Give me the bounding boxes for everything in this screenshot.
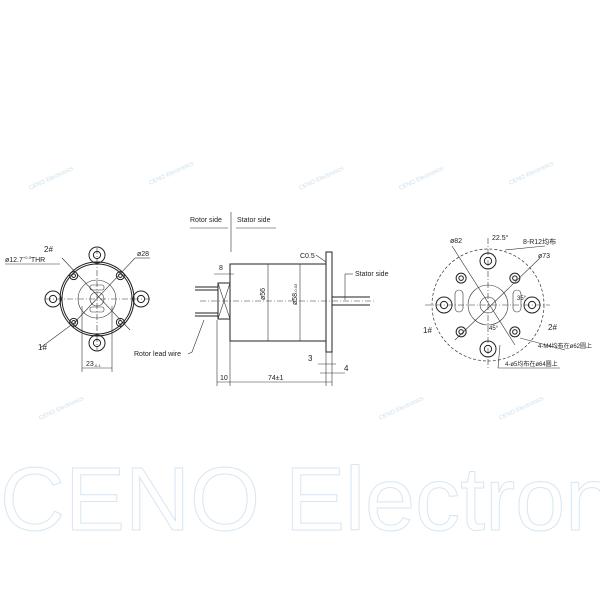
mark-2-label: 2#	[548, 323, 557, 332]
rear-view-inner-hole	[458, 329, 464, 335]
front-view-lobe	[88, 334, 106, 352]
rear-view-inner-lobe	[509, 272, 521, 284]
watermark-small: CENO Electronics	[398, 166, 444, 192]
dim-4-label: 4	[344, 364, 349, 373]
front-view-inner-lobe	[69, 317, 79, 327]
angle-22-5-label: 22.5°	[492, 234, 509, 242]
d5-holes-label: 4-ø5均布在ø64圆上	[505, 360, 558, 368]
width-23-label: 23-0.1	[86, 361, 101, 368]
rear-view-inner-hole	[512, 275, 518, 281]
front-view-inner-lobe	[115, 271, 125, 281]
dim-8-label: 8	[219, 265, 223, 272]
dia-82-label: ø82	[450, 238, 462, 245]
front-view: ø12.7+0.3THR ø28 2# 1# 23-0.1	[5, 245, 150, 372]
mark-1-label: 1#	[38, 343, 47, 352]
rear-view-inner-lobe	[455, 272, 467, 284]
watermark-small: CENO Electronics	[498, 396, 544, 422]
dim-10-label: 10	[220, 375, 228, 382]
rotor-lead-wire-label: Rotor lead wire	[134, 351, 181, 358]
bore-label: ø12.7+0.3THR	[5, 255, 45, 264]
rear-view-inner-lobe	[509, 326, 521, 338]
rear-view: ø82 22.5° 8-R12均布 ø73 45° 35° 1# 2# 4-M4…	[423, 234, 592, 370]
watermark: CENO Electronic CENO Electronics CENO El…	[0, 161, 600, 551]
front-view-inner-hole	[71, 320, 76, 325]
watermark-small: CENO Electronics	[28, 166, 74, 192]
m4-holes-label: 4-M4均布在ø62圆上	[538, 342, 592, 350]
watermark-large: CENO Electronic	[0, 450, 600, 550]
watermark-small: CENO Electronics	[508, 161, 554, 187]
stator-side-top-label: Stator side	[237, 217, 271, 224]
dia-58-label: ø58-0.03	[292, 283, 299, 305]
length-label: 74±1	[268, 375, 284, 382]
diameter-28-label: ø28	[137, 251, 149, 258]
angle-35-label: 35°	[517, 296, 527, 302]
angle-45-label: 45°	[489, 326, 499, 332]
mark-1-label: 1#	[423, 326, 432, 335]
watermark-small: CENO Electronics	[298, 166, 344, 192]
front-view-inner-lobe	[115, 317, 125, 327]
stator-side-label: Stator side	[355, 271, 389, 278]
front-view-inner-hole	[118, 320, 123, 325]
rear-view-inner-hole	[512, 329, 518, 335]
front-view-inner-hole	[71, 273, 76, 278]
side-view: Rotor side Stator side ø56 ø58-0.03 8 C0…	[134, 212, 389, 386]
dim-3-label: 3	[308, 354, 313, 363]
front-view-inner-lobe	[69, 271, 79, 281]
dia-56-label: ø56	[260, 288, 267, 300]
watermark-small: CENO Electronics	[38, 396, 84, 422]
chamfer-label: C0.5	[300, 253, 315, 260]
rear-view-inner-hole	[458, 275, 464, 281]
rear-view-inner-lobe	[455, 326, 467, 338]
rotor-side-label: Rotor side	[190, 217, 222, 224]
mark-2-label: 2#	[44, 245, 53, 254]
watermark-small: CENO Electronics	[378, 396, 424, 422]
r12-label: 8-R12均布	[523, 237, 556, 246]
watermark-small: CENO Electronics	[148, 161, 194, 187]
dia-73-label: ø73	[538, 253, 550, 260]
